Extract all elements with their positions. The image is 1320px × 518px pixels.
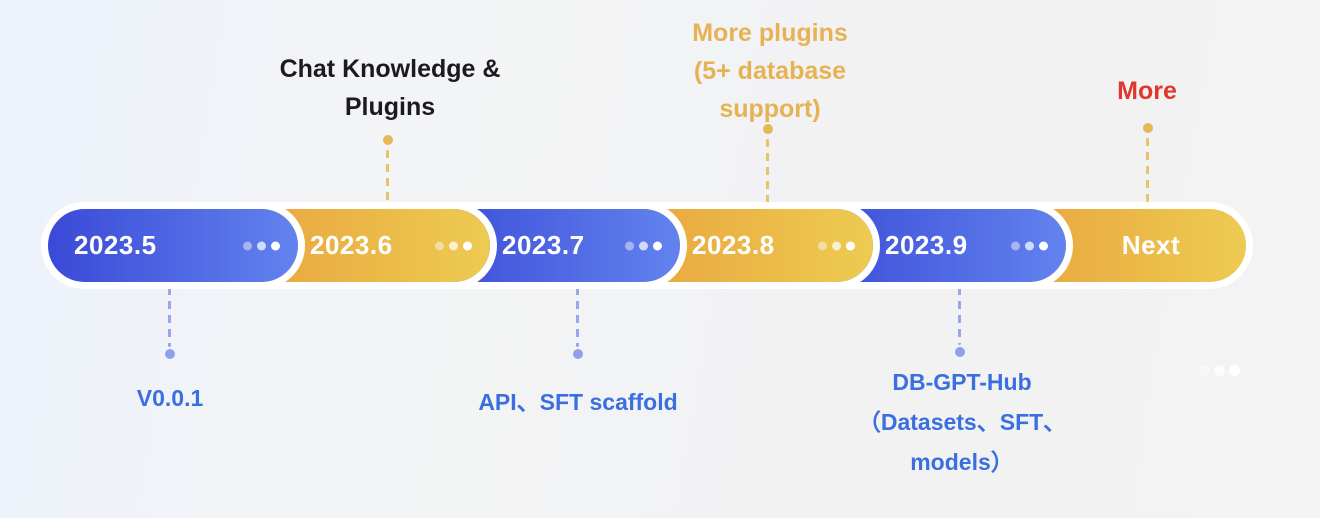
annotation-line: More plugins [692, 19, 848, 47]
annotation-v001: V0.0.1 [137, 378, 204, 418]
milestone-label: 2023.5 [74, 230, 157, 260]
annotation-more-plugins: More plugins (5+ database support) [692, 14, 848, 128]
annotation-line: V0.0.1 [136, 385, 204, 411]
ellipsis-dots-icon [818, 241, 855, 250]
connector-dashed-line [168, 287, 171, 347]
annotation-line: More [1117, 77, 1177, 105]
connector-dashed-line [576, 287, 579, 347]
annotation-api-sft-scaffold: API、SFT scaffold [478, 382, 677, 422]
background-ellipsis-dots-icon [1199, 365, 1240, 376]
connector-endpoint-dot [383, 135, 393, 145]
connector-endpoint-dot [955, 347, 965, 357]
connector-dashed-line [766, 139, 769, 206]
ellipsis-dots-icon [625, 241, 662, 250]
annotation-line: support) [719, 95, 821, 123]
annotation-line: （Datasets、SFT、 [857, 409, 1067, 435]
annotation-line: Plugins [344, 93, 436, 121]
connector-dashed-line [386, 150, 389, 206]
ellipsis-dots-icon [243, 241, 280, 250]
milestone-label: 2023.9 [885, 230, 968, 260]
annotation-line: API、SFT scaffold [478, 389, 678, 415]
annotation-line: models） [910, 449, 1014, 475]
annotation-line: DB-GPT-Hub [892, 369, 1032, 395]
milestone-label: 2023.6 [310, 230, 393, 260]
milestone-label: 2023.8 [692, 230, 775, 260]
ellipsis-dots-icon [435, 241, 472, 250]
ellipsis-dots-icon [1011, 241, 1048, 250]
milestone-label: 2023.7 [502, 230, 585, 260]
milestone-label: Next [1121, 230, 1181, 260]
connector-endpoint-dot [763, 124, 773, 134]
connector-endpoint-dot [165, 349, 175, 359]
connector-dashed-line [1146, 138, 1149, 202]
timeline-bar: 2023.5 2023.6 2023.7 2023.8 2023.9 Next [48, 209, 1246, 282]
annotation-line: (5+ database [693, 57, 847, 85]
annotation-db-gpt-hub: DB-GPT-Hub （Datasets、SFT、 models） [858, 362, 1066, 482]
connector-endpoint-dot [1143, 123, 1153, 133]
connector-dashed-line [958, 287, 961, 345]
annotation-line: Chat Knowledge & [279, 55, 501, 83]
connector-endpoint-dot [573, 349, 583, 359]
annotation-more: More [1117, 72, 1177, 110]
milestone-pill-2023-5: 2023.5 [48, 209, 298, 282]
annotation-chat-knowledge-plugins: Chat Knowledge & Plugins [280, 50, 501, 126]
